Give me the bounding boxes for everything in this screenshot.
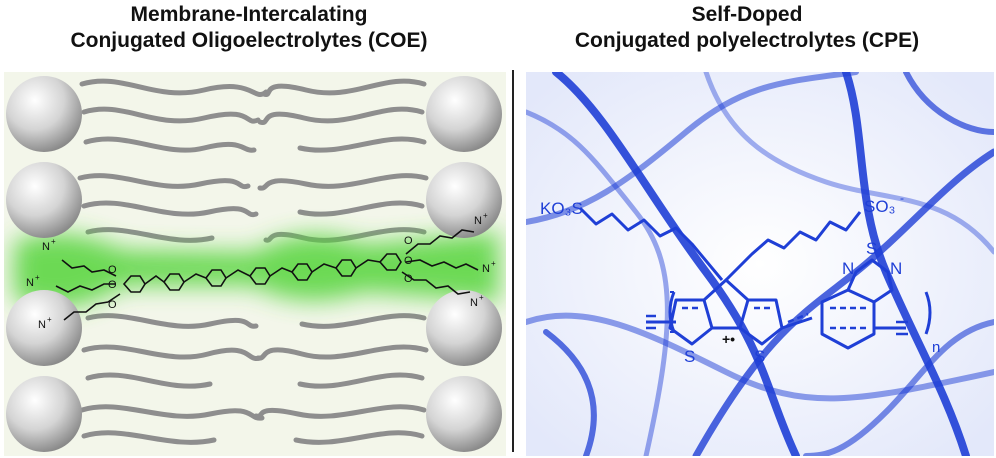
cpe-background (526, 72, 994, 456)
ammonium-label-5: N (482, 263, 490, 275)
ammonium-label-6: N (470, 297, 478, 309)
oxygen-label-4: O (404, 235, 413, 247)
ammonium-label-1: N (42, 241, 50, 253)
oxygen-label-6: O (404, 273, 413, 285)
ammonium-label-4: N (474, 215, 482, 227)
cpe-diagram: KO₃S SO₃ - S N N S S n +• (526, 72, 994, 456)
panel-divider (512, 70, 514, 452)
svg-text:+: + (483, 211, 488, 220)
svg-text:+: + (51, 237, 56, 246)
right-title-line1: Self-Doped (691, 3, 803, 26)
coe-molecule (55, 229, 479, 321)
thiophene-sulfur-right: S (754, 347, 765, 366)
thiophene-sulfur-left: S (684, 347, 695, 366)
svg-text:+: + (47, 315, 52, 324)
thiadiazole-nitrogen-left: N (842, 259, 854, 278)
ko3s-label: KO₃S (540, 199, 583, 218)
cpe-labels: KO₃S SO₃ - S N N S S n (540, 191, 940, 366)
svg-text:+: + (35, 273, 40, 282)
svg-text:+: + (491, 259, 496, 268)
oxygen-label-5: O (404, 255, 413, 267)
so3-charge: - (900, 191, 904, 205)
svg-text:+: + (479, 293, 484, 302)
green-glow (14, 232, 499, 308)
membrane-diagram: O O O O O O N N N N N N + + + + + + (4, 72, 506, 456)
oxygen-label-2: O (108, 279, 117, 291)
cpe-molecule (578, 206, 932, 350)
repeat-unit-n: n (932, 339, 940, 356)
so3-label: SO₃ (864, 197, 896, 216)
oxygen-label-1: O (108, 264, 117, 276)
ammonium-charges: + + + + + + (35, 211, 496, 324)
thiadiazole-sulfur: S (866, 239, 877, 258)
radical-cation-label: +• (722, 331, 735, 347)
ammonium-label-3: N (38, 319, 46, 331)
left-title-line2: Conjugated Oligoelectrolytes (COE) (70, 29, 428, 52)
oxygen-label-3: O (108, 299, 117, 311)
thiadiazole-nitrogen-right: N (890, 259, 902, 278)
left-title-line1: Membrane-Intercalating (130, 3, 368, 26)
cpe-aromatic-bonds (682, 306, 866, 330)
right-title-line2: Conjugated polyelectrolytes (CPE) (574, 29, 920, 52)
coe-atom-labels: O O O O O O N N N N N N (26, 215, 490, 331)
right-title: Self-Doped Conjugated polyelectrolytes (… (498, 2, 996, 54)
lipid-tails (77, 78, 429, 445)
lipid-heads (6, 76, 502, 452)
ammonium-label-2: N (26, 277, 34, 289)
left-title: Membrane-Intercalating Conjugated Oligoe… (0, 2, 498, 54)
